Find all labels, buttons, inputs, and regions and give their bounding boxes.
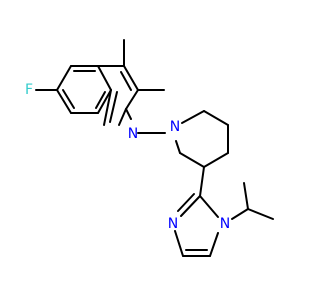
bond [125,89,139,110]
bond [203,110,229,126]
bond [180,195,201,217]
bond [247,208,274,220]
bond [231,208,249,220]
bond [181,110,205,124]
bond [179,152,205,168]
bond [97,89,112,114]
bond [243,182,249,210]
molecule-structure: F N N N N [25,39,274,257]
bond [62,89,75,109]
bond [109,91,118,123]
bond [199,195,219,218]
imidazole-n3-label: N [168,216,178,232]
bond [174,230,184,257]
bond [123,65,139,91]
bond [97,65,112,91]
quinoline-nitrogen-label: N [128,126,138,142]
bond [203,152,229,168]
bond [95,91,106,109]
bond [56,65,72,91]
bond [118,108,127,126]
bond [120,71,132,91]
bonds [35,39,274,257]
atom-labels: F N N N N [25,82,230,232]
bond [177,193,195,212]
bond [175,140,181,154]
bond [125,108,132,120]
imidazole-n1-label: N [220,216,230,232]
piperidine-nitrogen-label: N [170,119,180,135]
bond [209,232,219,257]
bond [56,89,72,114]
fluorine-label: F [25,82,33,98]
bond [103,89,112,126]
bond [199,166,205,197]
